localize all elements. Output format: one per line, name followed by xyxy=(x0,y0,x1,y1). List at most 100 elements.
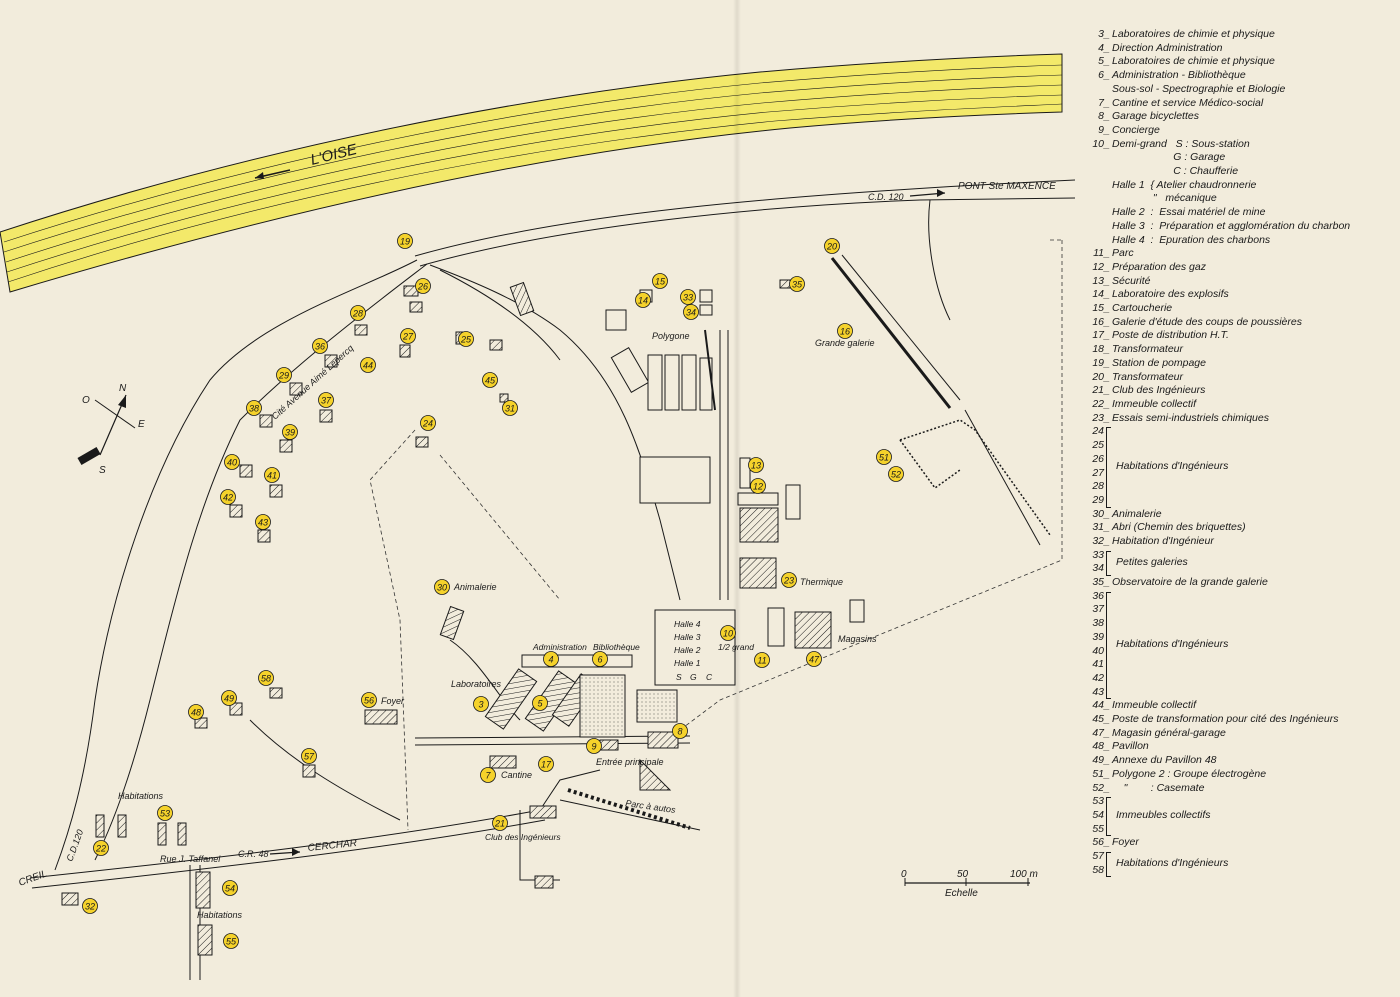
marker-54: 54 xyxy=(222,880,238,896)
legend-dash: _ xyxy=(1104,260,1110,273)
legend-item: 7_Cantine et service Médico-social xyxy=(1082,97,1392,111)
marker-22: 22 xyxy=(93,840,109,856)
legend-text: C : Chaufferie xyxy=(1112,165,1239,178)
marker-55: 55 xyxy=(223,933,239,949)
legend-dash: _ xyxy=(1104,343,1110,356)
marker-3: 3 xyxy=(473,696,489,712)
marker-37: 37 xyxy=(318,392,334,408)
legend-dash: _ xyxy=(1104,274,1110,287)
legend-group-number: 43 xyxy=(1082,686,1392,700)
legend-item: Halle 3 : Préparation et agglomération d… xyxy=(1082,220,1392,234)
marker-20: 20 xyxy=(824,238,840,254)
legend-number: 6 xyxy=(1098,69,1104,82)
marker-circle xyxy=(224,454,240,470)
marker-number: 23 xyxy=(783,576,794,586)
legend-group-number: 57 xyxy=(1082,850,1392,864)
legend-group-number: 25 xyxy=(1082,439,1392,453)
label-habitations-top: Habitations xyxy=(118,791,164,801)
marker-circle xyxy=(255,514,271,530)
marker-circle xyxy=(480,767,496,783)
legend-dash: _ xyxy=(1104,767,1110,780)
legend-dash: _ xyxy=(1104,123,1110,136)
legend-number: 23 xyxy=(1092,411,1104,424)
legend-dash: _ xyxy=(1104,356,1110,369)
scale-bar: 0 50 100 m Echelle xyxy=(901,869,1038,899)
legend-group-number: 53 xyxy=(1082,795,1392,809)
legend-text: Administration - Bibliothèque xyxy=(1112,69,1246,82)
legend-group-number: 28 xyxy=(1082,480,1392,494)
marker-47: 47 xyxy=(806,651,822,667)
legend-number: 48 xyxy=(1092,740,1104,753)
marker-circle xyxy=(473,696,489,712)
legend-number: 54 xyxy=(1092,809,1104,821)
legend-dash: _ xyxy=(1104,397,1110,410)
legend-item: 6_Administration - Bibliothèque xyxy=(1082,69,1392,83)
marker-circle xyxy=(824,238,840,254)
legend-text: Magasin général-garage xyxy=(1112,726,1226,739)
legend-text: " mécanique xyxy=(1112,192,1217,205)
label-cerchar: CERCHAR xyxy=(307,838,357,854)
marker-40: 40 xyxy=(224,454,240,470)
legend-dash: _ xyxy=(1104,576,1110,589)
marker-number: 54 xyxy=(225,884,235,894)
legend-number: 39 xyxy=(1092,630,1104,643)
legend-group-number: 33 xyxy=(1082,549,1392,563)
legend-text: Laboratoires de chimie et physique xyxy=(1112,55,1275,68)
legend-number: 4 xyxy=(1098,41,1104,54)
marker-circle xyxy=(538,756,554,772)
marker-48: 48 xyxy=(188,704,204,720)
marker-circle xyxy=(652,273,668,289)
legend-number: 17 xyxy=(1092,329,1104,342)
legend-item: Sous-sol - Spectrographie et Biologie xyxy=(1082,83,1392,97)
legend-text: Transformateur xyxy=(1112,370,1183,383)
legend-number: 40 xyxy=(1092,644,1104,657)
marker-circle xyxy=(876,449,892,465)
label-magasins: Magasins xyxy=(838,634,877,644)
legend-item: 22_Immeuble collectif xyxy=(1082,398,1392,412)
marker-number: 3 xyxy=(478,700,483,710)
marker-circle xyxy=(397,233,413,249)
legend-text: Polygone 2 : Groupe électrogène xyxy=(1112,767,1267,780)
legend-text: Concierge xyxy=(1112,123,1160,136)
marker-10: 10 xyxy=(720,625,736,641)
legend-item: 18_Transformateur xyxy=(1082,343,1392,357)
legend-item: 48_Pavillon xyxy=(1082,740,1392,754)
legend-dash: _ xyxy=(1104,411,1110,424)
compass-e: E xyxy=(138,419,145,430)
label-parc-autos: Parc à autos xyxy=(625,798,677,815)
legend-number: 28 xyxy=(1092,480,1104,493)
legend-group-number: 55 xyxy=(1082,823,1392,837)
legend-number: 55 xyxy=(1092,822,1104,835)
legend-number: 41 xyxy=(1092,658,1104,671)
marker-circle xyxy=(806,651,822,667)
legend-dash: _ xyxy=(1104,507,1110,520)
legend-item: 45_Poste de transformation pour cité des… xyxy=(1082,713,1392,727)
label-s: S xyxy=(676,672,682,682)
legend-number: 44 xyxy=(1092,699,1104,712)
legend-item: Halle 2 : Essai matériel de mine xyxy=(1082,206,1392,220)
legend-item: 20_Transformateur xyxy=(1082,371,1392,385)
label-grande-galerie: Grande galerie xyxy=(815,338,875,348)
legend-number: 34 xyxy=(1092,562,1104,575)
marker-31: 31 xyxy=(502,400,518,416)
marker-circle xyxy=(318,392,334,408)
label-cd120: C.D. 120 xyxy=(868,192,904,202)
legend-number: 10 xyxy=(1092,137,1104,150)
marker-circle xyxy=(93,840,109,856)
marker-number: 10 xyxy=(723,629,733,639)
marker-39: 39 xyxy=(282,424,298,440)
marker-circle xyxy=(680,289,696,305)
legend-item: " mécanique xyxy=(1082,192,1392,206)
marker-53: 53 xyxy=(157,805,173,821)
marker-number: 8 xyxy=(677,727,682,737)
marker-32: 32 xyxy=(82,898,98,914)
legend-number: 13 xyxy=(1092,274,1104,287)
legend-number: 49 xyxy=(1092,754,1104,767)
marker-number: 42 xyxy=(223,493,233,503)
legend-text: Poste de transformation pour cité des In… xyxy=(1112,713,1339,726)
legend-group-text: Habitations d'Ingénieurs xyxy=(1116,459,1229,472)
legend-text: Parc xyxy=(1112,247,1134,260)
label-c: C xyxy=(706,672,713,682)
